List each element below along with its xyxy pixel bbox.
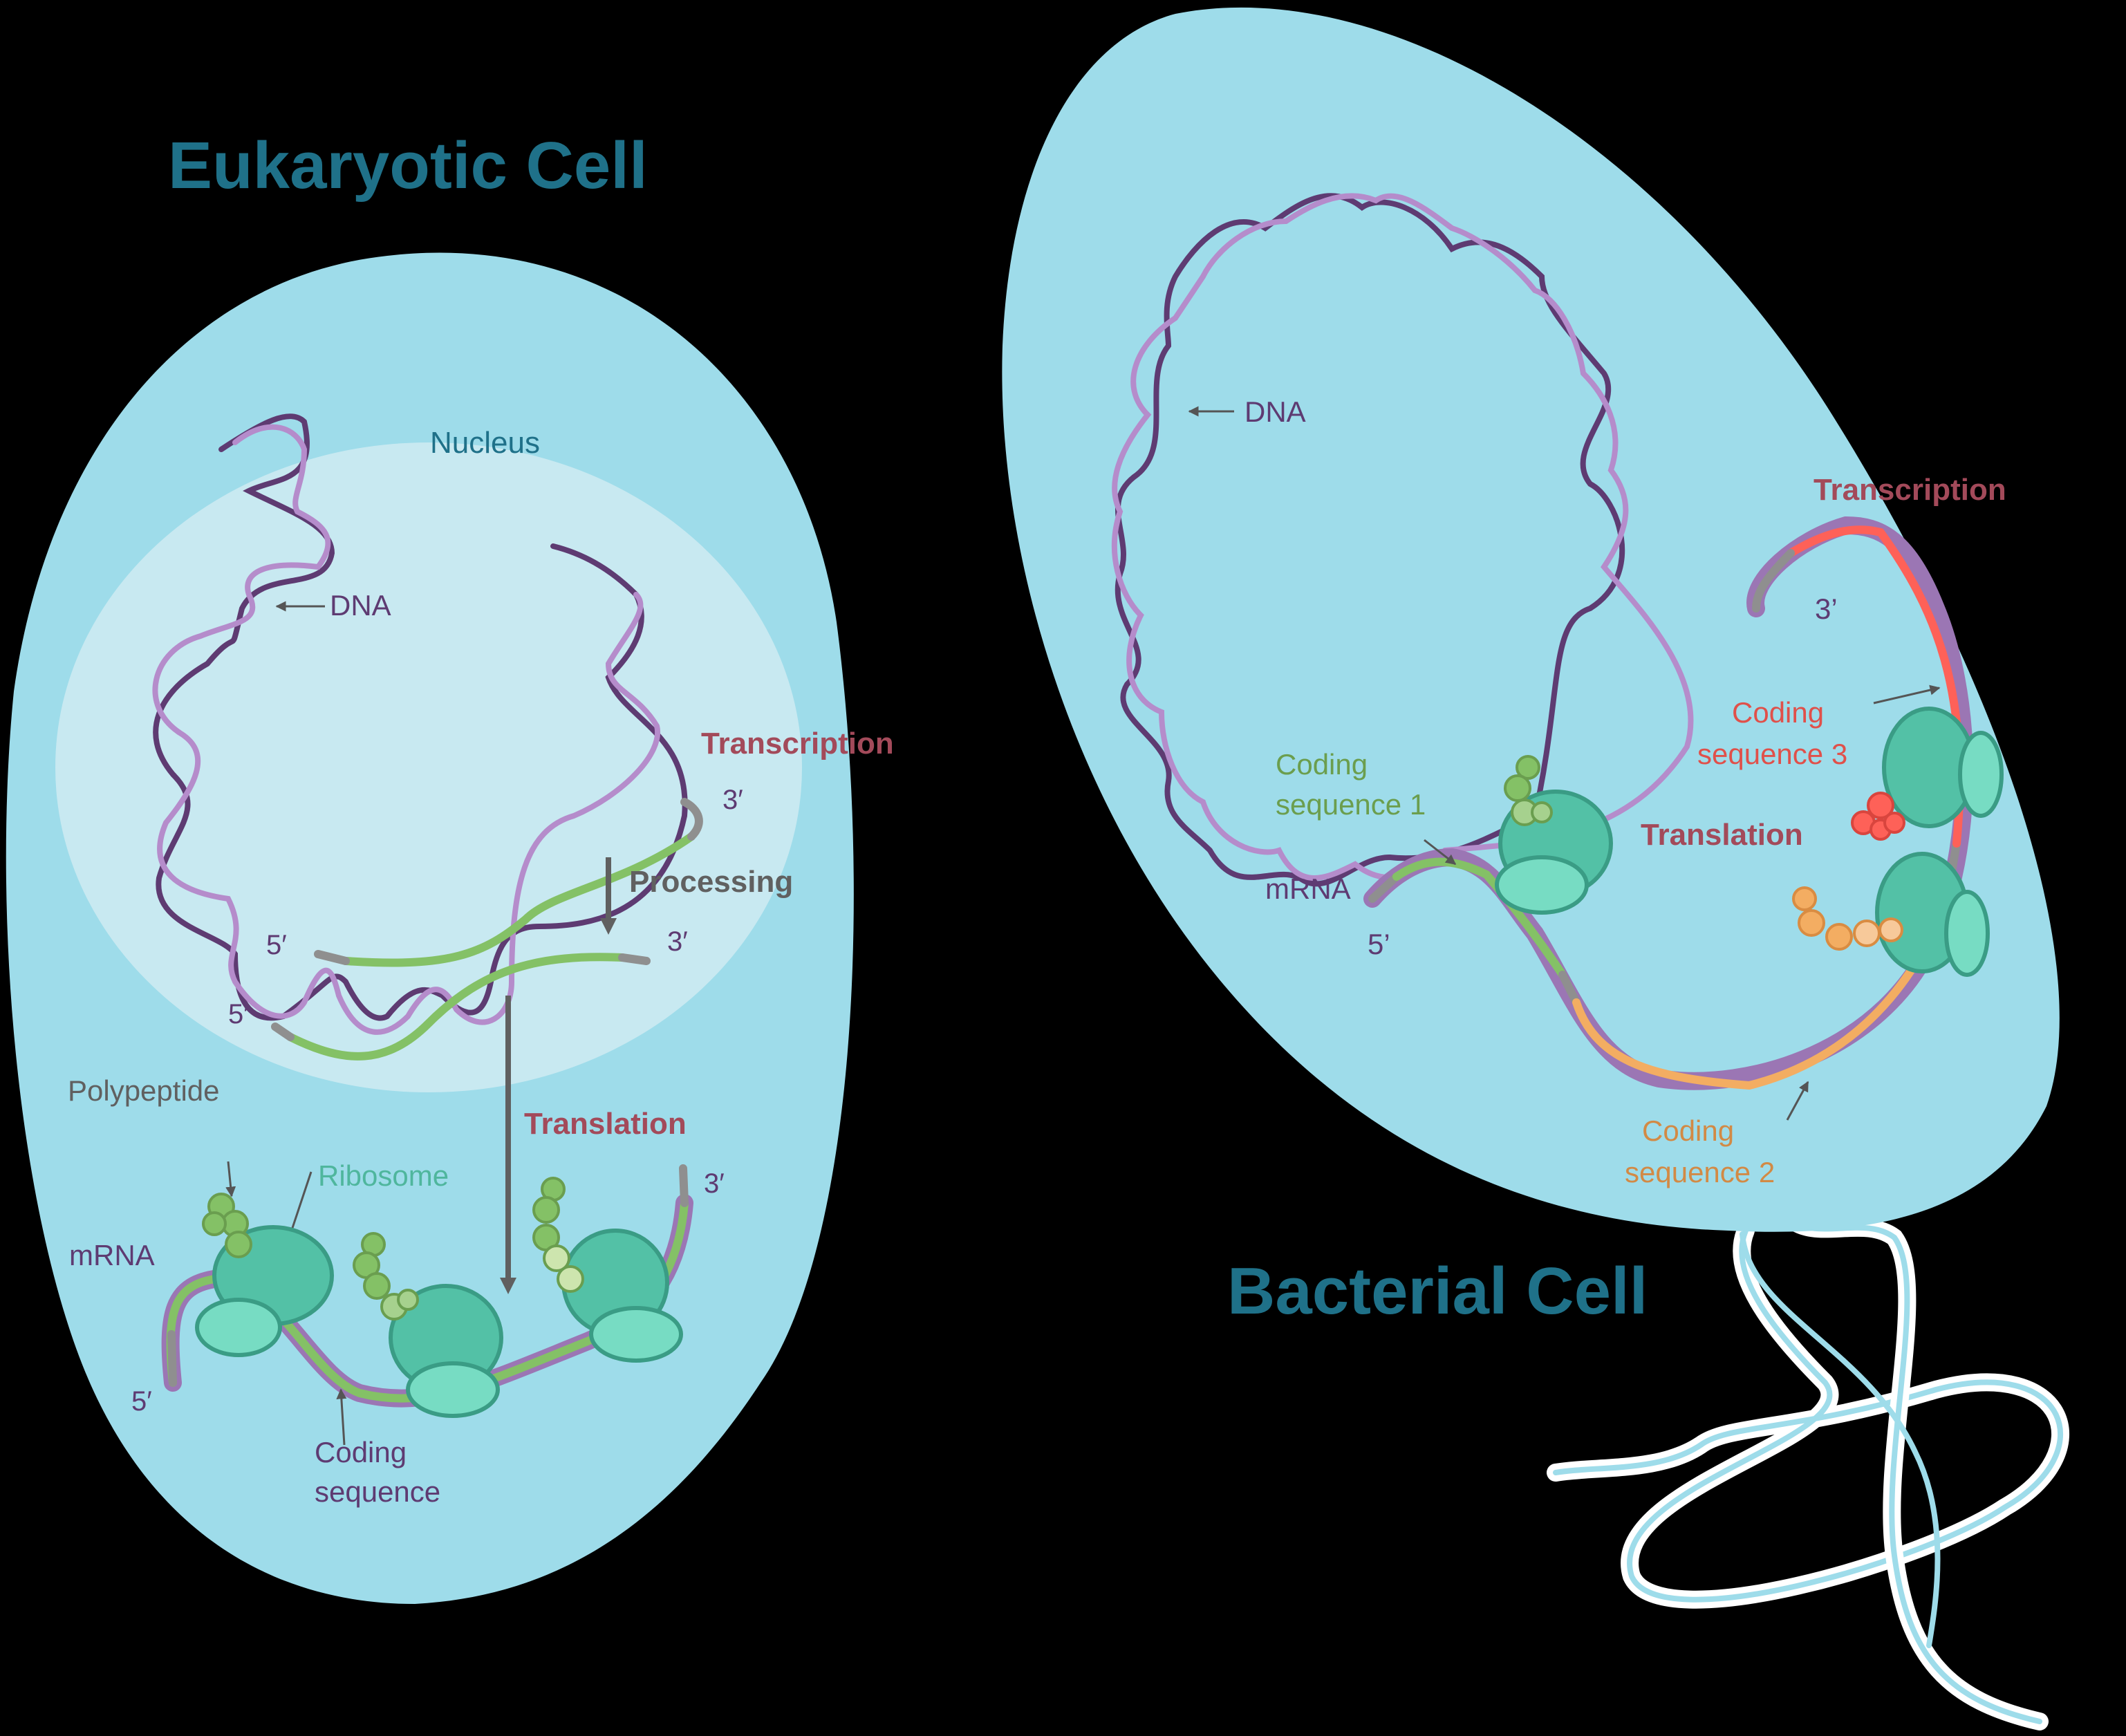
cytoplasm-mrna-5prime: 5′ — [131, 1386, 152, 1417]
bacterial-dna-label: DNA — [1244, 395, 1306, 428]
ribosome-cds1-small — [1495, 855, 1589, 915]
cds2-pointer — [1786, 1081, 1809, 1121]
eukaryotic-polypeptides — [202, 1177, 584, 1320]
ribosome-small-3 — [589, 1306, 683, 1363]
eukaryotic-transcription-label: Transcription — [701, 727, 894, 760]
eukaryotic-dna — [152, 413, 688, 1035]
eukaryotic-translation-label: Translation — [524, 1107, 687, 1141]
ribosome-label: Ribosome — [318, 1159, 449, 1192]
bacterial-mrna-3prime: 3’ — [1815, 592, 1838, 625]
pre-mrna-5prime: 5′ — [266, 930, 287, 960]
bacterial-title: Bacterial Cell — [1227, 1254, 1648, 1328]
polypeptide-pointer — [225, 1161, 236, 1197]
eukaryotic-title: Eukaryotic Cell — [168, 129, 648, 203]
eukaryotic-ribosomes — [195, 1225, 683, 1418]
nucleus-label: Nucleus — [430, 426, 540, 460]
cytoplasm-mrna-3prime: 3′ — [704, 1168, 725, 1199]
mature-mrna-5prime: 5′ — [228, 999, 249, 1029]
bacterial-transcription-label: Transcription — [1813, 473, 2006, 507]
bacterial-cell: DNA Transcription 3’ 5’ mRNA — [1002, 7, 2070, 1730]
pre-mrna — [314, 798, 703, 967]
cds1-label-line2: sequence 1 — [1276, 788, 1426, 821]
cds2-label-line1: Coding — [1642, 1114, 1734, 1147]
coding-sequence-label-line2: sequence — [315, 1475, 440, 1508]
flagellum — [1547, 1215, 2070, 1730]
cds3-label-line1: Coding — [1732, 696, 1824, 729]
cds3-label-line2: sequence 3 — [1697, 738, 1847, 770]
processing-label: Processing — [629, 865, 793, 899]
eukaryotic-mrna-label: mRNA — [69, 1239, 155, 1271]
mature-mrna-3prime: 3′ — [667, 926, 688, 957]
coding-sequence-label-line1: Coding — [315, 1436, 407, 1468]
eukaryotic-dna-label: DNA — [330, 589, 391, 622]
polypeptide-label: Polypeptide — [68, 1074, 220, 1107]
ribosome-small-1 — [195, 1298, 282, 1357]
cds2-label-line2: sequence 2 — [1625, 1156, 1775, 1188]
bacterial-mrna-label: mRNA — [1265, 872, 1351, 905]
eukaryotic-cell: Eukaryotic Cell Nucleus DNA Transcriptio… — [6, 129, 894, 1604]
mature-mrna — [271, 953, 651, 1061]
cds1-label-line1: Coding — [1276, 748, 1368, 781]
bacterial-polypeptides — [1504, 755, 1905, 951]
cds1-pointer — [1424, 839, 1457, 866]
ribosome-cds3-small — [1958, 731, 2004, 818]
bacterial-translation-label: Translation — [1641, 818, 1803, 852]
cds3-pointer — [1873, 684, 1941, 704]
bacterial-cytoplasm — [1002, 7, 2060, 1232]
bacterial-mrna-5prime: 5’ — [1368, 928, 1390, 960]
pre-mrna-3prime: 3′ — [722, 785, 743, 815]
ribosome-small-2 — [406, 1361, 500, 1418]
coding-sequence-pointer — [336, 1388, 347, 1446]
ribosome-cds2-small — [1944, 890, 1990, 977]
